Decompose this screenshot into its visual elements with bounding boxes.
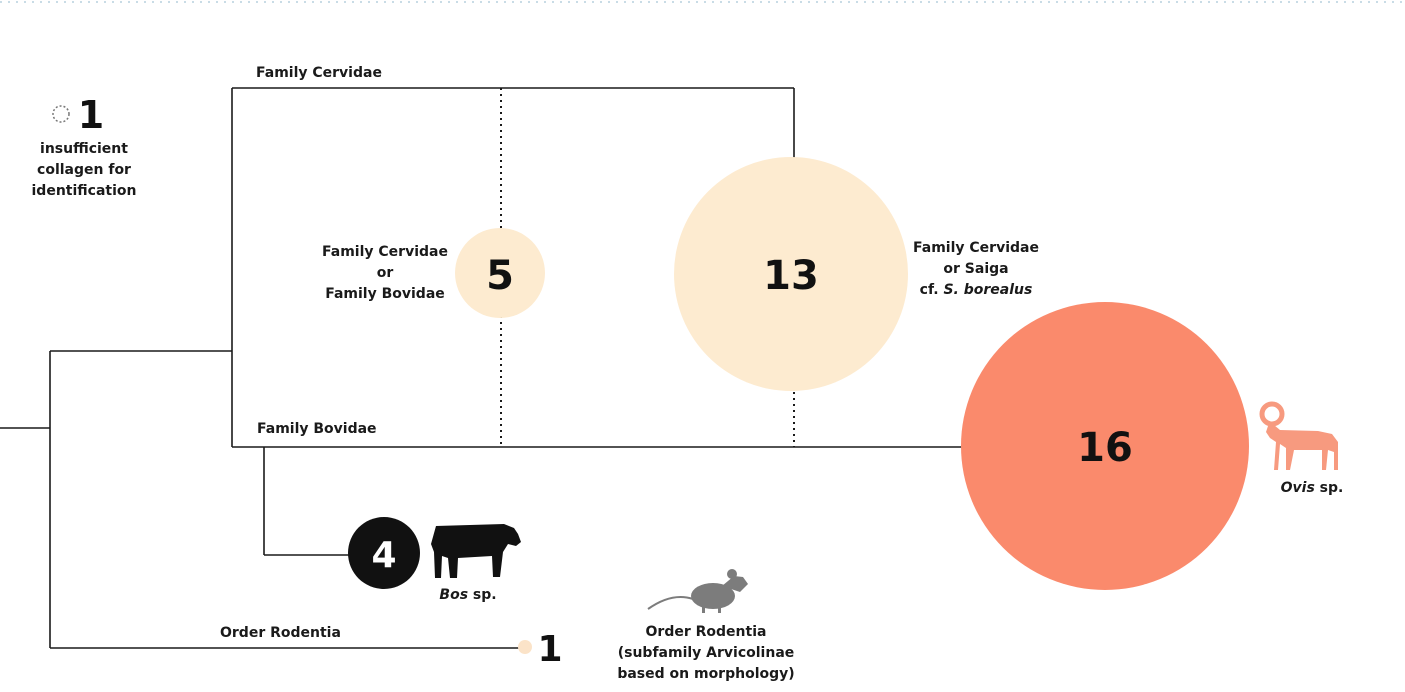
node-5-label: Family Cervidae or Family Bovidae bbox=[316, 242, 454, 305]
node-4-count: 4 bbox=[371, 535, 396, 576]
unidentified-count: 1 bbox=[78, 93, 104, 137]
tree-lines bbox=[0, 87, 965, 649]
bos-suffix: sp. bbox=[472, 587, 497, 603]
order-rodentia-label: Order Rodentia bbox=[220, 625, 341, 641]
node-5-label-line: or bbox=[376, 265, 394, 281]
node-13-circle bbox=[674, 157, 908, 391]
node-13-count: 13 bbox=[763, 253, 819, 299]
ovis-label: Ovis sp. bbox=[1274, 478, 1350, 499]
unidentified-label: insufficient collagen for identification bbox=[10, 139, 158, 202]
rodent-count: 1 bbox=[537, 629, 562, 670]
node-5-circle bbox=[455, 228, 545, 318]
node-16-count: 16 bbox=[1077, 425, 1133, 471]
ram-icon bbox=[1259, 401, 1338, 470]
ovis-genus: Ovis bbox=[1280, 480, 1315, 496]
node-16-circle bbox=[961, 302, 1249, 590]
unidentified-label-line: collagen for bbox=[37, 162, 131, 178]
bos-genus: Bos bbox=[439, 587, 469, 603]
node-13-label-species-line: cf. S. borealus bbox=[906, 280, 1046, 301]
node-5-label-line: Family Cervidae bbox=[322, 244, 448, 260]
unidentified-dot-icon bbox=[52, 105, 70, 123]
rodentia-label-line: Order Rodentia bbox=[645, 624, 767, 640]
unidentified-label-line: insufficient bbox=[40, 141, 128, 157]
node-13-label-prefix: cf. bbox=[919, 282, 939, 298]
bos-label: Bos sp. bbox=[430, 585, 506, 606]
rodentia-label-line: based on morphology) bbox=[617, 666, 795, 682]
node-5-count: 5 bbox=[486, 253, 514, 299]
ovis-suffix: sp. bbox=[1319, 480, 1344, 496]
node-13-label-line: or Saiga bbox=[943, 261, 1009, 277]
node-5-label-line: Family Bovidae bbox=[325, 286, 445, 302]
family-bovidae-label: Family Bovidae bbox=[257, 421, 377, 437]
node-13-label-species: S. borealus bbox=[943, 282, 1033, 298]
node-4-circle bbox=[348, 517, 420, 589]
cow-icon bbox=[431, 524, 521, 578]
rodentia-label-line: (subfamily Arvicolinae bbox=[617, 645, 795, 661]
rodent-dot bbox=[518, 640, 532, 654]
unidentified-label-line: identification bbox=[31, 183, 137, 199]
family-cervidae-label: Family Cervidae bbox=[256, 65, 382, 81]
node-13-label: Family Cervidae or Saiga cf. S. borealus bbox=[906, 238, 1046, 301]
mouse-icon bbox=[647, 569, 748, 613]
node-13-label-line: Family Cervidae bbox=[913, 240, 1039, 256]
rodentia-label: Order Rodentia (subfamily Arvicolinae ba… bbox=[608, 622, 804, 685]
